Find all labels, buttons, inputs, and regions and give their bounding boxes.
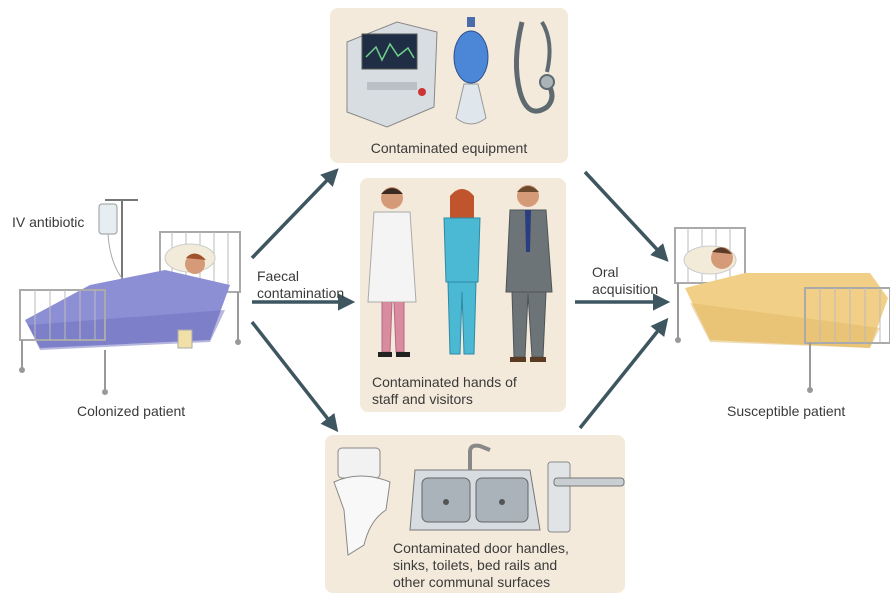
oral-label-line1: Oral [592,264,619,280]
sink-icon [409,443,541,531]
equipment-illustration [346,17,555,128]
iv-antibiotic-label: IV antibiotic [12,214,85,230]
surfaces-illustration [333,443,625,556]
doctor-figure [367,187,417,357]
susceptible-patient-label: Susceptible patient [727,403,846,419]
monitor-icon [346,21,438,128]
oral-acquisition-label: Oral acquisition [592,264,658,298]
oral-label-line2: acquisition [592,281,659,297]
surfaces-label-line1: Contaminated door handles, [393,540,569,556]
hands-label-line2: staff and visitors [372,391,473,407]
surfaces-label-line3: other communal surfaces [393,574,551,590]
door-handle-icon [547,461,625,533]
colonized-patient-label: Colonized patient [77,403,186,419]
arrow-to-equipment [250,168,339,260]
toilet-icon [333,447,391,556]
nurse-figure [443,189,481,355]
surfaces-label-line2: sinks, toilets, bed rails and [393,557,558,573]
hands-label-line1: Contaminated hands of [372,374,517,390]
hands-label: Contaminated hands of staff and visitors [372,374,562,408]
faecal-label-line2: contamination [257,285,345,301]
susceptible-patient-illustration [674,227,890,393]
faecal-label-line1: Faecal [257,268,300,284]
bag-valve-mask-icon [453,17,489,125]
arrow-from-equipment [583,170,669,262]
visitor-figure [505,185,553,362]
faecal-contamination-label: Faecal contamination [257,268,344,302]
arrow-from-surfaces [578,317,669,430]
arrow-to-surfaces [250,320,339,433]
stethoscope-icon [513,20,555,114]
people-illustration [367,185,553,362]
colonized-patient-illustration [19,199,241,395]
surfaces-label: Contaminated door handles, sinks, toilet… [393,540,625,591]
equipment-label: Contaminated equipment [370,140,528,156]
